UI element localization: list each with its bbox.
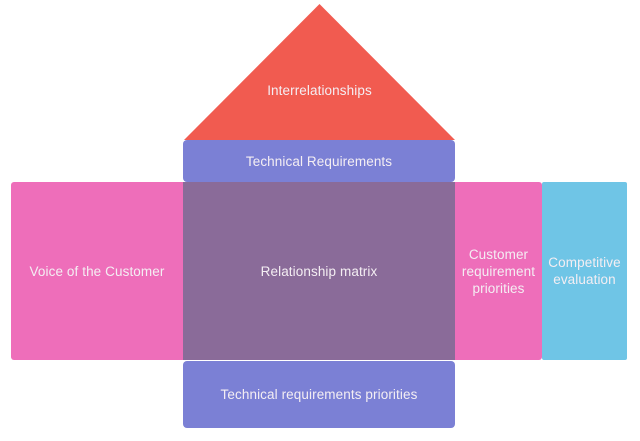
customer-requirement-priorities-region: Customer requirement priorities <box>455 182 542 360</box>
relationship-matrix-label: Relationship matrix <box>260 263 378 279</box>
roof-interrelationships-triangle: Interrelationships <box>184 4 455 140</box>
relationship-matrix-region: Relationship matrix <box>183 182 455 360</box>
technical-requirements-region: Technical Requirements <box>183 140 455 182</box>
technical-requirements-label: Technical Requirements <box>245 153 393 169</box>
customer-requirement-priorities-label: Customer requirement priorities <box>461 246 536 296</box>
technical-requirements-priorities-label: Technical requirements priorities <box>220 387 418 402</box>
technical-requirements-priorities-region: Technical requirements priorities <box>183 361 455 428</box>
competitive-evaluation-label: Competitive evaluation <box>548 255 621 287</box>
voice-of-customer-label: Voice of the Customer <box>29 263 165 279</box>
voice-of-customer-region: Voice of the Customer <box>11 182 183 360</box>
interrelationships-label: Interrelationships <box>267 83 372 98</box>
competitive-evaluation-region: Competitive evaluation <box>542 182 627 360</box>
